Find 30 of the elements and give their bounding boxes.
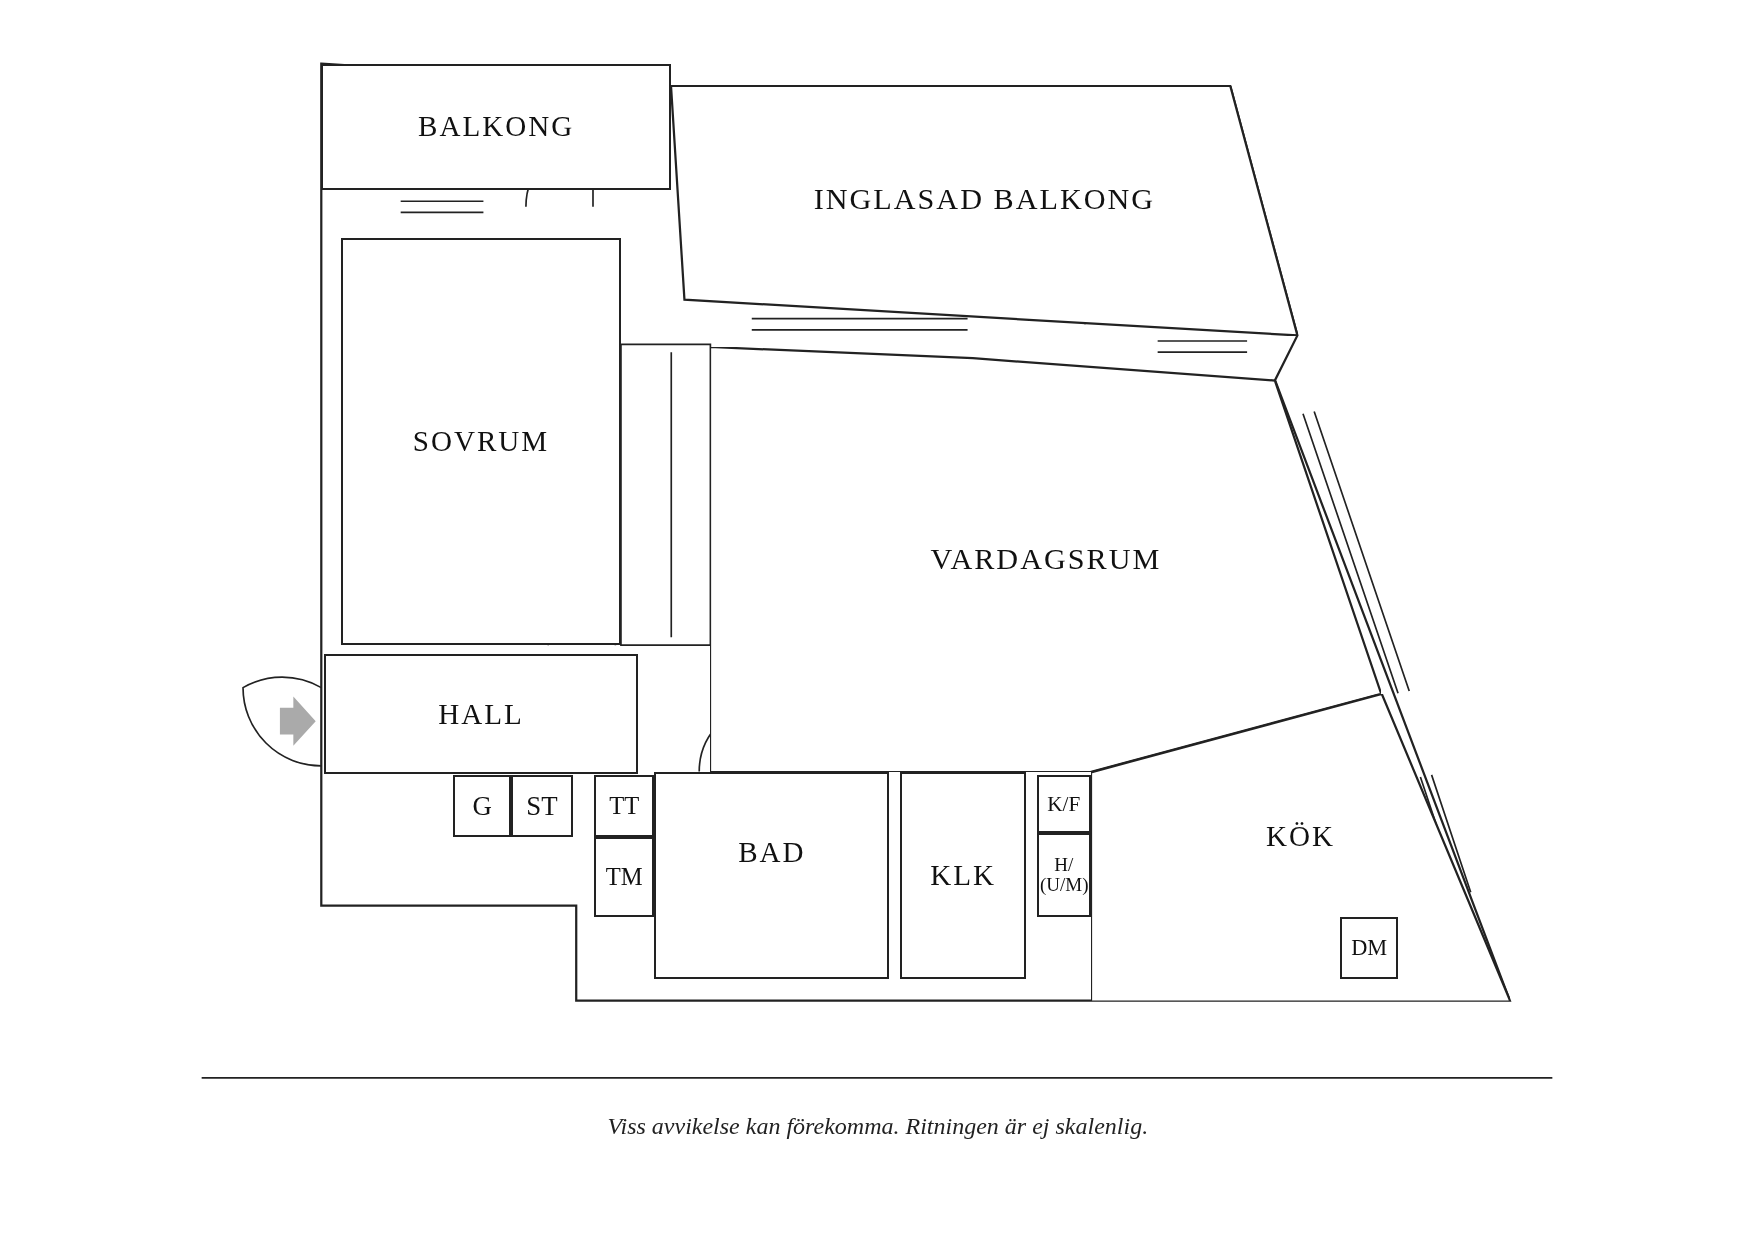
appliance-label: H/ (U/M) [1039,855,1088,896]
room-outline [341,238,621,646]
appliance-label: DM [1351,936,1388,960]
room-name: BAD [738,836,806,870]
room-name: KÖK [1265,819,1335,853]
room-name: SOVRUM [412,425,550,459]
room-outline [324,654,638,775]
appliance-label: K/F [1047,793,1081,816]
room-name: KLK [930,858,996,892]
cabinet-outline [1340,917,1399,979]
disclaimer-caption: Viss avvikelse kan förekomma. Ritningen är ej skalenlig. [607,1113,1149,1140]
cabinet-outline [1036,775,1091,834]
cabinet-outline [594,836,655,918]
appliance-label: ST [526,791,558,821]
room-outline [900,771,1026,979]
room-outline [671,86,1298,336]
cabinet-outline [511,775,573,837]
appliance-label: TM [605,864,643,890]
room-outline [654,771,890,979]
room-outline [321,63,672,191]
room-name: INGLASAD BALKONG [813,182,1156,218]
cabinet-outline [594,775,655,837]
room-name: VARDAGSRUM [930,541,1162,577]
cabinet-outline [1036,833,1091,918]
appliance-label: TT [609,793,640,819]
room-outline [1090,693,1511,1002]
cabinet-outline [453,775,512,837]
room-name: HALL [438,697,524,731]
room-name: BALKONG [418,110,575,144]
appliance-label: G [472,791,492,821]
